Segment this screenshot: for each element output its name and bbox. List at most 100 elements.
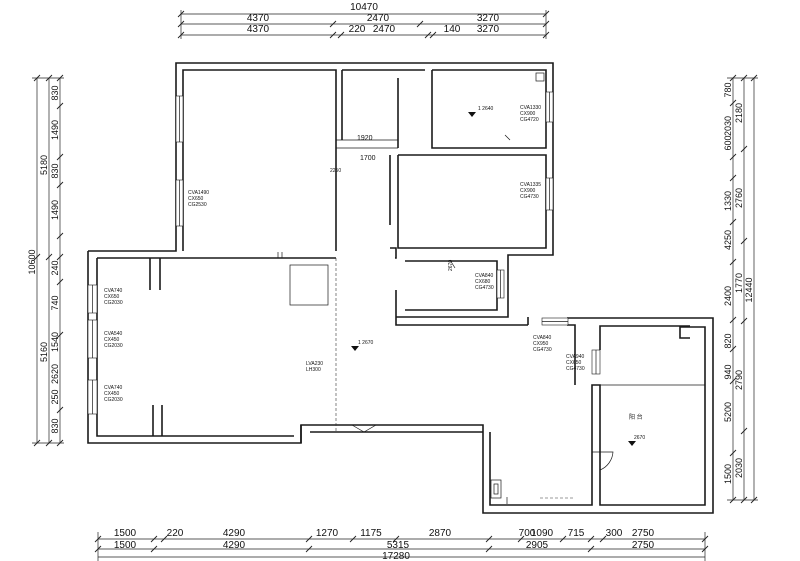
bottom-row1-label-6: 2870 xyxy=(429,528,452,539)
left-upper-sub-label: 5180 xyxy=(39,155,49,175)
door-swing xyxy=(592,451,614,471)
right-col2-5: 2030 xyxy=(734,458,744,478)
left-window-3c: CG2030 xyxy=(104,397,123,403)
corridor-label-1: 1920 xyxy=(357,135,373,142)
top-total-label: 10470 xyxy=(350,2,378,13)
bedroom-window-3: CG2530 xyxy=(188,202,207,208)
left-window-1c: CG2030 xyxy=(104,300,123,306)
tr-window-1c: CG4720 xyxy=(520,117,539,123)
left-window-1a: CVA740 xyxy=(104,288,122,294)
left-window-3a: CVA740 xyxy=(104,385,122,391)
level-label-1: 1 2640 xyxy=(478,106,494,112)
left-seg-3: 830 xyxy=(50,163,60,178)
top-row2-label-1: 4370 xyxy=(247,24,270,35)
right-col2-1: 2180 xyxy=(734,103,744,123)
right-col1-10: 1500 xyxy=(723,464,733,484)
left-seg-8: 2620 xyxy=(50,364,60,384)
right-col1-7: 820 xyxy=(723,333,733,348)
right-dimensions: 780 2030 600 1330 4250 2400 820 940 5200… xyxy=(723,74,758,504)
tr-window-1b: CX900 xyxy=(520,111,536,117)
right-col1-1: 780 xyxy=(723,82,733,97)
corridor-label-2: 1700 xyxy=(360,155,376,162)
bottom-row2-label-1: 1500 xyxy=(114,540,137,551)
kitchen-window-1c: CG4730 xyxy=(533,347,552,353)
left-total-label: 10600 xyxy=(27,249,37,274)
annotations: LVA230 LH300 CVA1490 CX650 CG2530 CVA740… xyxy=(104,105,645,446)
left-seg-10: 830 xyxy=(50,418,60,433)
right-col2-3: 1770 xyxy=(734,273,744,293)
kitchen-window-2b: CX650 xyxy=(566,360,582,366)
left-seg-7: 1540 xyxy=(50,332,60,352)
small-window-c: CG4730 xyxy=(475,285,494,291)
bottom-row1-label-8: 1090 xyxy=(531,528,554,539)
level-marker-2 xyxy=(351,346,359,351)
right-col1-9: 5200 xyxy=(723,402,733,422)
level-label-3: 2670 xyxy=(634,435,645,441)
bottom-dimensions: 1500 220 4290 1270 1175 2870 700 1090 71… xyxy=(94,528,709,561)
bottom-row1-label-9: 715 xyxy=(568,528,585,539)
bottom-total-label: 17280 xyxy=(382,551,410,561)
left-window-2c: CG2030 xyxy=(104,343,123,349)
bottom-row1-label-5: 1175 xyxy=(360,528,382,539)
right-total-label: 12440 xyxy=(744,277,754,302)
left-window-3b: CX450 xyxy=(104,391,120,397)
left-seg-1: 830 xyxy=(50,85,60,100)
top-row2-label-2: 220 xyxy=(349,24,366,35)
living-label-2: LH300 xyxy=(306,367,321,373)
left-seg-5: 240 xyxy=(50,260,60,275)
level-label-4: 2670 xyxy=(448,260,454,271)
right-col2-2: 2760 xyxy=(734,188,744,208)
top-row1-label-2: 2470 xyxy=(367,13,390,24)
right-col1-5: 4250 xyxy=(723,230,733,250)
bedroom-window-2: CX650 xyxy=(188,196,204,202)
right-col1-2: 2030 xyxy=(723,116,733,136)
kitchen-window-2a: CVA940 xyxy=(566,354,584,360)
bottom-row1-label-4: 1270 xyxy=(316,528,339,539)
bottom-row1-label-2: 220 xyxy=(167,528,184,539)
bottom-row2-label-2: 4290 xyxy=(223,540,246,551)
left-dimensions: 10600 5180 5160 830 1490 830 1490 240 74… xyxy=(27,74,64,447)
bottom-row1-label-1: 1500 xyxy=(114,528,137,539)
bottom-row1-label-3: 4290 xyxy=(223,528,246,539)
left-seg-6: 740 xyxy=(50,295,60,310)
top-row2-label-5: 3270 xyxy=(477,24,500,35)
kitchen-window-1a: CVA840 xyxy=(533,335,551,341)
bottom-row1-label-7: 700 xyxy=(519,528,536,539)
bottom-row1-label-10: 300 xyxy=(606,528,623,539)
tr-window-2b: CX900 xyxy=(520,188,536,194)
top-row1-label-1: 4370 xyxy=(247,13,270,24)
left-window-1b: CX650 xyxy=(104,294,120,300)
left-seg-4: 1490 xyxy=(50,200,60,220)
corridor-label-3: 2250 xyxy=(330,168,341,174)
level-label-2: 1 2670 xyxy=(358,340,374,346)
right-col1-8: 940 xyxy=(723,364,733,379)
bottom-row1-label-11: 2750 xyxy=(632,528,655,539)
bottom-row2-label-3: 5315 xyxy=(387,540,410,551)
left-window-2a: CVA540 xyxy=(104,331,122,337)
bottom-row2-label-5: 2750 xyxy=(632,540,655,551)
top-row2-label-4: 140 xyxy=(444,24,461,35)
top-row2-label-3: 2470 xyxy=(373,24,396,35)
small-window-a: CVA840 xyxy=(475,273,493,279)
small-window-b: CX680 xyxy=(475,279,491,285)
tr-window-2c: CG4730 xyxy=(520,194,539,200)
tr-window-2a: CVA1335 xyxy=(520,182,541,188)
right-col1-6: 2400 xyxy=(723,286,733,306)
right-col1-4: 1330 xyxy=(723,191,733,211)
walls xyxy=(87,62,714,514)
windows xyxy=(87,91,601,415)
balcony-label: 阳 台 xyxy=(629,413,643,421)
bottom-row2-label-4: 2905 xyxy=(526,540,549,551)
kitchen-window-2c: CG4730 xyxy=(566,366,585,372)
fixtures xyxy=(277,72,614,504)
level-marker-3 xyxy=(628,441,636,446)
left-seg-2: 1490 xyxy=(50,120,60,140)
top-row1-label-3: 3270 xyxy=(477,13,500,24)
tr-window-1a: CVA1330 xyxy=(520,105,541,111)
left-seg-9: 250 xyxy=(50,389,60,404)
left-window-2b: CX450 xyxy=(104,337,120,343)
right-col1-3: 600 xyxy=(723,135,733,150)
bedroom-window-1: CVA1490 xyxy=(188,190,209,196)
column-square xyxy=(289,264,329,306)
